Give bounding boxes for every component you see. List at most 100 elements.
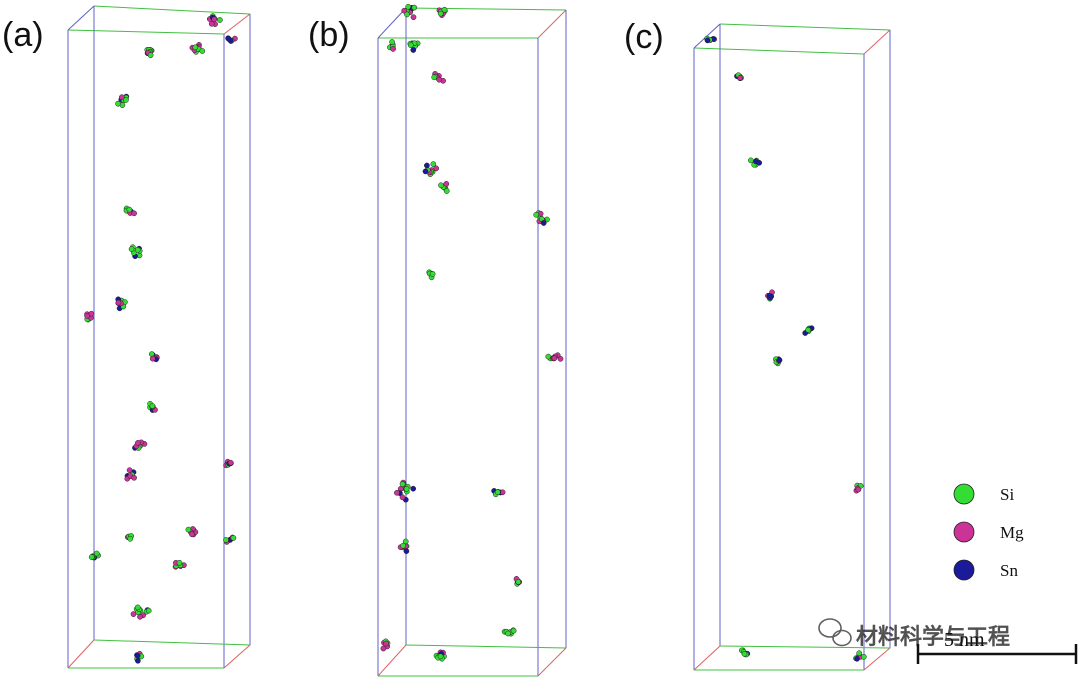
atom [118,94,125,101]
solute-cluster [431,71,446,84]
atom [422,168,429,175]
solute-cluster [206,13,223,27]
atom [856,650,863,657]
atom [131,474,137,481]
atom [131,210,137,217]
atom [93,550,100,557]
solute-cluster [387,39,396,52]
atom [494,489,501,496]
solute-cluster [84,310,95,323]
atom [383,640,390,647]
atom [115,100,121,107]
solute-cluster [426,269,436,281]
atom [135,657,141,664]
solute-cluster [422,161,440,178]
panel-b-bounding-box [377,7,567,677]
solute-cluster [223,458,234,469]
solute-cluster [436,6,448,18]
atom [126,206,133,213]
atom [437,653,444,660]
atom [515,579,522,585]
atom [88,554,95,560]
atom [704,37,711,44]
legend-label-sn: Sn [1000,561,1018,580]
atom [805,327,812,333]
atom [430,161,437,167]
panel-a-clusters [84,13,238,664]
solute-cluster [148,351,160,363]
solute-cluster [132,439,148,451]
atom [185,526,192,533]
solute-cluster [802,325,815,336]
solute-cluster [144,46,155,59]
solute-cluster [438,181,450,194]
solute-cluster [765,289,775,302]
atom [123,97,129,103]
atom [443,188,450,194]
solute-cluster [172,559,187,570]
watermark: 材料科学与工程 [818,618,1010,650]
wechat-icon [818,618,852,647]
solute-cluster [739,647,751,658]
solute-cluster [513,576,523,587]
atom [230,535,237,541]
panel-c-clusters [704,35,867,662]
atom [217,17,223,23]
solute-cluster [401,3,418,21]
scale-bar-label: 5 nm [944,629,985,651]
atom [399,481,406,488]
atom [399,494,406,501]
atom [134,652,141,659]
solute-cluster [491,488,506,498]
legend-label-si: Si [1000,485,1014,504]
panel-b-label: (b) [308,16,350,54]
atom [208,20,215,27]
watermark-text: 材料科学与工程 [856,624,1010,650]
panel-c: (c) [624,18,891,671]
atom [199,48,206,54]
atom [389,39,395,45]
solute-cluster [125,533,135,542]
solute-cluster [115,296,128,312]
atom [84,313,90,319]
atom [405,3,412,10]
solute-cluster [130,604,152,620]
solute-cluster [734,72,744,82]
solute-cluster [185,526,199,538]
atom [147,52,154,59]
solute-cluster [397,538,410,554]
atom [411,4,418,11]
solute-cluster [853,650,867,662]
atom [403,548,410,554]
atom [126,467,133,474]
atom [776,357,783,363]
atom [380,645,387,652]
atom [756,159,763,166]
atom [551,355,558,362]
atom [407,42,414,49]
panel-b-clusters [380,3,564,662]
atom [128,246,135,252]
solute-cluster [380,638,391,652]
solute-cluster [128,244,143,260]
solute-cluster [134,650,145,664]
atom [410,14,417,21]
solute-cluster [545,352,564,362]
atom [223,537,229,543]
atom [227,459,234,466]
solute-cluster [394,479,417,503]
atom [748,157,754,164]
solute-cluster [433,649,447,662]
atom [854,655,860,662]
legend-swatch-mg [953,521,975,543]
legend-label-mg: Mg [1000,523,1024,542]
atom [767,294,773,301]
atom [115,299,122,306]
atom [211,16,218,23]
atom [145,607,152,614]
atom [192,44,199,51]
solute-cluster [533,210,550,226]
atom [137,613,143,620]
atom [545,353,552,360]
